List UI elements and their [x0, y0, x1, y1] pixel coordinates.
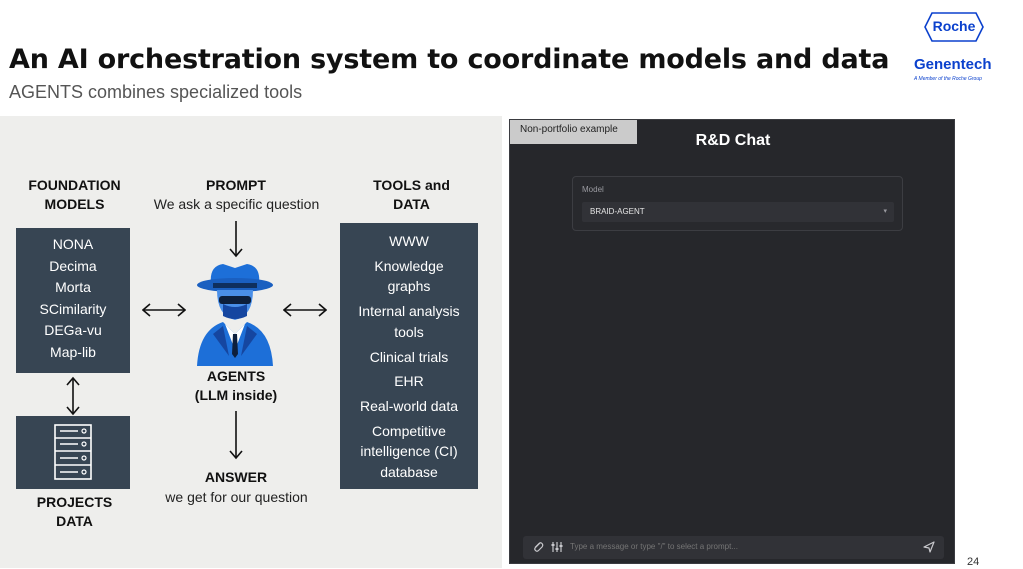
- tool-item: EHR: [394, 373, 424, 390]
- tool-item: Clinical trials: [369, 348, 449, 365]
- model-label: Model: [582, 185, 604, 194]
- paperclip-icon[interactable]: [531, 540, 545, 554]
- message-input[interactable]: [570, 542, 910, 551]
- foundation-model-item: SCimilarity: [39, 300, 107, 317]
- roche-genentech-logo: Roche Genentech A Member of the Roche Gr…: [910, 12, 1015, 82]
- answer-description: we get for our question: [165, 489, 308, 505]
- foundation-header-line2: MODELS: [44, 196, 105, 212]
- foundation-model-item: Decima: [49, 257, 97, 274]
- page-number: 24: [967, 556, 980, 568]
- agents-label-line1: AGENTS: [206, 368, 266, 384]
- tool-item: Knowledge: [374, 257, 444, 274]
- projects-header-line2: DATA: [56, 513, 93, 529]
- model-selector-card: Model BRAID-AGENT ▾: [572, 176, 903, 231]
- double-arrow-left-icon: [142, 303, 186, 317]
- rd-chat-window: Non-portfolio example R&D Chat Model BRA…: [509, 119, 955, 564]
- arrow-down-icon: [229, 411, 243, 460]
- tool-item: Competitive: [372, 422, 446, 439]
- chevron-down-icon: ▾: [883, 208, 887, 215]
- tool-item: intelligence (CI): [360, 443, 458, 460]
- genentech-tagline: A Member of the Roche Group: [914, 76, 982, 82]
- tool-item: graphs: [387, 278, 431, 295]
- agent-detective-icon: [197, 264, 273, 366]
- arrow-down-icon: [229, 221, 243, 258]
- model-select-value: BRAID-AGENT: [590, 207, 645, 216]
- prompt-description: We ask a specific question: [153, 196, 320, 212]
- tools-data-header: TOOLS and DATA: [344, 176, 479, 214]
- foundation-header-line1: FOUNDATION: [28, 177, 121, 193]
- chat-title: R&D Chat: [695, 132, 771, 149]
- send-icon[interactable]: [922, 540, 936, 554]
- database-server-icon: [54, 424, 92, 480]
- message-input-bar: [523, 536, 944, 559]
- projects-data-header: PROJECTS DATA: [12, 493, 137, 531]
- prompt-header: PROMPT: [206, 177, 266, 193]
- double-arrow-vertical-icon: [66, 376, 80, 416]
- answer-header: ANSWER: [204, 469, 268, 485]
- slide-title: An AI orchestration system to coordinate…: [9, 44, 890, 75]
- genentech-wordmark: Genentech: [914, 56, 992, 73]
- tools-icon[interactable]: [549, 540, 563, 554]
- agents-label: AGENTS (LLM inside): [176, 367, 296, 405]
- roche-wordmark: Roche: [932, 18, 976, 34]
- agents-diagram: FOUNDATION MODELS NONA Decima Morta SCim…: [0, 116, 502, 568]
- tool-item: WWW: [389, 233, 429, 249]
- tools-header-line2: DATA: [393, 196, 430, 212]
- slide-subtitle: AGENTS combines specialized tools: [9, 82, 303, 102]
- foundation-model-item: NONA: [52, 236, 94, 252]
- double-arrow-right-icon: [283, 303, 327, 317]
- tool-item: database: [380, 464, 438, 481]
- roche-hexagon-icon: [924, 12, 984, 42]
- model-select[interactable]: BRAID-AGENT ▾: [582, 202, 894, 222]
- foundation-models-header: FOUNDATION MODELS: [12, 176, 137, 214]
- foundation-model-item: DEGa-vu: [44, 322, 102, 338]
- projects-data-box: [16, 416, 130, 489]
- foundation-model-item: Map-lib: [50, 343, 96, 360]
- tools-data-box: WWW Knowledge graphs Internal analysis t…: [340, 223, 478, 489]
- foundation-model-item: Morta: [55, 279, 91, 295]
- agents-label-line2: (LLM inside): [194, 387, 278, 403]
- tool-item: tools: [394, 323, 424, 340]
- non-portfolio-tag: Non-portfolio example: [510, 120, 637, 144]
- tool-item: Internal analysis: [358, 303, 460, 320]
- tool-item: Real-world data: [359, 397, 459, 414]
- tools-header-line1: TOOLS and: [373, 177, 450, 193]
- projects-header-line1: PROJECTS: [36, 494, 113, 510]
- foundation-models-box: NONA Decima Morta SCimilarity DEGa-vu Ma…: [16, 228, 130, 373]
